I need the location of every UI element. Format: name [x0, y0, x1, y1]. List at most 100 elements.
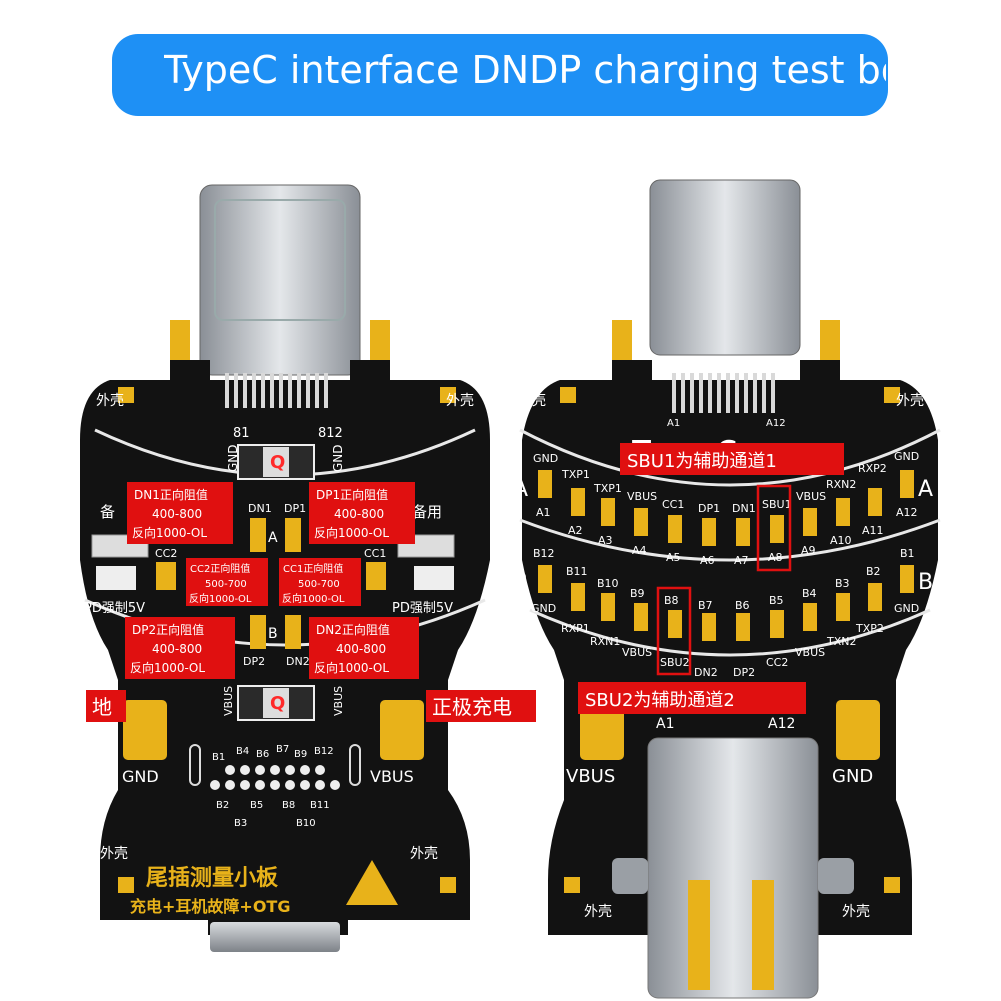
left-b-pin: B11 [310, 800, 330, 811]
callout-positive-text: 正极充电 [432, 695, 512, 719]
callout-dp2-line2: 400-800 [152, 642, 202, 656]
right-a1-top: A1 [667, 418, 680, 429]
callout-dn2-line1: DN2正向阻值 [316, 622, 390, 637]
left-b-pin: B2 [216, 800, 229, 811]
left-pd-r: PD强制5V [392, 601, 453, 616]
left-dp1: DP1 [284, 502, 306, 515]
pin-a-top: TXP1 [561, 468, 590, 481]
left-pin-81: 81 [233, 426, 250, 441]
callout-dp2-line3: 反向1000-OL [130, 660, 205, 675]
pin-b-bot: RXN1 [590, 635, 620, 648]
pin-b-num: B6 [735, 599, 750, 612]
left-b-pin: B7 [276, 744, 289, 755]
left-shell-tl: 外壳 [96, 392, 124, 409]
right-a12-bottom: A12 [768, 716, 795, 732]
pin-a-num: A4 [632, 544, 647, 557]
left-b-pin: B5 [250, 800, 263, 811]
frame-sbu1 [756, 484, 792, 572]
pin-b-bot: GND [894, 602, 919, 615]
pin-b-bot: DP2 [733, 666, 755, 679]
pin-a-top: DN1 [732, 502, 756, 515]
right-a1-bottom: A1 [656, 716, 674, 732]
right-shell-tr: 外壳 [896, 392, 924, 409]
pin-b-num: B3 [835, 577, 850, 590]
callout-dn1 [127, 482, 233, 544]
left-cc2: CC2 [155, 547, 177, 560]
pin-b-bot: RXP1 [561, 622, 590, 635]
right-gnd-pad: GND [832, 766, 873, 787]
pin-b-bot: VBUS [795, 646, 825, 659]
callout-positive [426, 690, 536, 722]
left-b-pin: B3 [234, 818, 247, 829]
left-vbus-bot-r: VBUS [332, 686, 345, 716]
left-dn2: DN2 [286, 655, 310, 668]
pin-a-num: A1 [536, 506, 551, 519]
left-pd-l: PD强制5V [84, 601, 145, 616]
left-cc1: CC1 [364, 547, 386, 560]
right-shell-tl: 外壳 [518, 392, 546, 409]
callout-dp2-line1: DP2正向阻值 [132, 622, 204, 637]
pin-a-top: TXP1 [593, 482, 622, 495]
callout-ground [86, 690, 126, 722]
pin-b-num: B7 [698, 599, 713, 612]
pin-a-top: RXN2 [826, 478, 856, 491]
callout-cc1-line3: 反向1000-OL [282, 592, 345, 605]
callout-cc1-line2: 500-700 [298, 579, 340, 590]
right-row-a-left: A [513, 477, 528, 502]
right-a12-top: A12 [766, 418, 786, 429]
pin-b-num: B1 [900, 547, 915, 560]
callout-dn2 [309, 617, 419, 679]
pin-b-num: B8 [664, 594, 679, 607]
pin-a-top: GND [533, 452, 558, 465]
pin-a-top: GND [894, 450, 919, 463]
pin-b-bot: CC2 [766, 656, 788, 669]
left-shell-br: 外壳 [410, 845, 438, 862]
pin-b-bot: SBU2 [660, 656, 690, 669]
callout-cc2-line2: 500-700 [205, 579, 247, 590]
left-a-mark: A [268, 530, 278, 546]
pin-b-bot: TXP2 [855, 622, 884, 635]
left-dn1: DN1 [248, 502, 272, 515]
pin-a-top: DP1 [698, 502, 720, 515]
callout-cc1 [279, 558, 361, 606]
left-b-pin: B8 [282, 800, 295, 811]
left-vbus-pad: VBUS [370, 767, 414, 786]
pin-b-num: B12 [533, 547, 555, 560]
left-gnd-top-l: GND [226, 444, 240, 472]
pin-a-num: A7 [734, 554, 749, 567]
frame-sbu2 [656, 586, 692, 676]
pin-a-num: A2 [568, 524, 583, 537]
callout-sbu2-text: SBU2为辅助通道2 [585, 690, 735, 711]
left-board-subtitle: 充电+耳机故障+OTG [130, 897, 290, 916]
left-b-pin: B10 [296, 818, 316, 829]
pin-a-num: A3 [598, 534, 613, 547]
left-pin-812: 812 [318, 426, 343, 441]
left-b-pin: B12 [314, 746, 334, 757]
callout-dp1-line2: 400-800 [334, 507, 384, 521]
callout-dp2 [125, 617, 235, 679]
callout-cc1-line1: CC1正向阻值 [283, 562, 343, 575]
callout-ground-text: 地 [92, 695, 112, 719]
callout-dp1 [309, 482, 415, 544]
callout-dp1-line3: 反向1000-OL [314, 525, 389, 540]
left-gnd-top-r: GND [331, 444, 345, 472]
left-usb-c-plug [199, 184, 361, 376]
right-board [519, 179, 941, 999]
pin-b-bot: TXN2 [826, 635, 856, 648]
pin-a-top: VBUS [796, 490, 826, 503]
pin-a-num: A11 [862, 524, 884, 537]
left-vbus-bot-l: VBUS [222, 686, 235, 716]
callout-dn1-line1: DN1正向阻值 [134, 487, 208, 502]
left-b-mark: B [268, 626, 278, 642]
pin-b-num: B9 [630, 587, 645, 600]
callout-cc2-line1: CC2正向阻值 [190, 562, 250, 575]
pin-a-top: CC1 [662, 498, 684, 511]
right-shell-br: 外壳 [842, 903, 870, 920]
pin-a-num: A9 [801, 544, 816, 557]
pin-a-num: A12 [896, 506, 918, 519]
pin-a-num: A5 [666, 551, 681, 564]
right-row-b-right: B [918, 570, 933, 595]
left-q-bottom: Q [270, 693, 285, 714]
left-b-pin: B1 [212, 752, 225, 763]
left-beiyong: 备用 [412, 503, 442, 521]
